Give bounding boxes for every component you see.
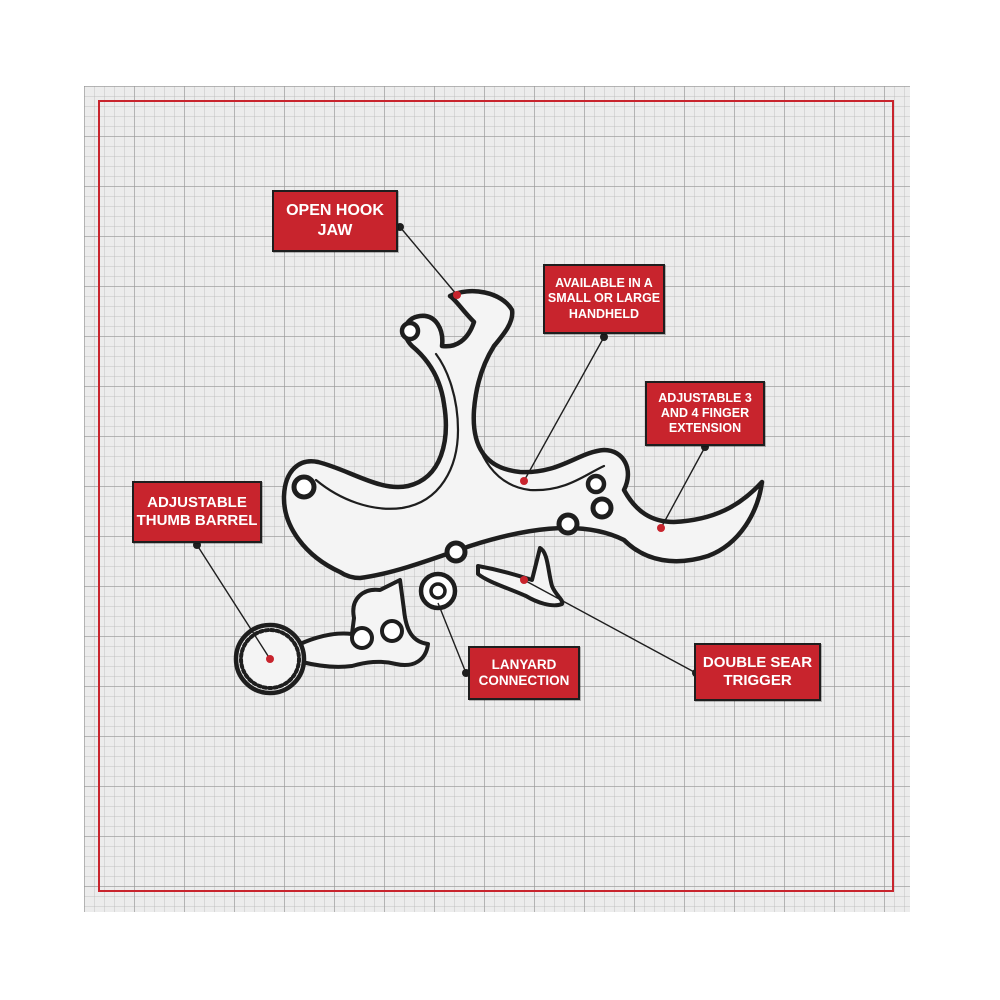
leader-line-finger-extension	[660, 446, 706, 529]
red-border-frame	[98, 100, 894, 892]
leader-line-thumb-barrel	[196, 544, 271, 660]
thumb-barrel-knurl	[239, 628, 301, 690]
thumb-barrel-arm	[298, 578, 430, 669]
lanyard-swivel-inner	[429, 582, 447, 600]
handle-screw-center	[444, 540, 468, 564]
part-marker-dot	[520, 477, 528, 485]
handle-inner-channel	[314, 350, 606, 510]
extension-screw-upper	[585, 473, 607, 495]
leader-dot	[396, 223, 404, 231]
thumb-mount-screw	[350, 626, 374, 650]
part-marker-dot	[266, 655, 274, 663]
handle-screw-right	[556, 512, 580, 536]
callout-lanyard-connection: LANYARD CONNECTION	[468, 646, 580, 700]
handle-screw-left	[291, 474, 317, 500]
leader-dot	[600, 333, 608, 341]
callout-double-sear-trigger: DOUBLE SEAR TRIGGER	[694, 643, 821, 701]
leader-dot	[193, 541, 201, 549]
callout-open-hook-jaw: OPEN HOOK JAW	[272, 190, 398, 252]
thumb-mount-screw	[380, 619, 404, 643]
extension-screw-lower	[590, 496, 614, 520]
leader-line-handheld	[523, 336, 605, 482]
double-sear-trigger	[476, 546, 565, 608]
leader-line-hook-jaw	[399, 226, 458, 296]
part-marker-dot	[657, 524, 665, 532]
part-marker-dot	[520, 576, 528, 584]
callout-finger-extension: ADJUSTABLE 3 AND 4 FINGER EXTENSION	[645, 381, 765, 446]
leader-line-trigger	[523, 579, 697, 674]
callout-handheld-size: AVAILABLE IN A SMALL OR LARGE HANDHELD	[543, 264, 665, 334]
part-marker-dot	[453, 291, 461, 299]
hook-jaw-screw	[399, 320, 421, 342]
leader-line-lanyard	[437, 602, 467, 674]
callout-thumb-barrel: ADJUSTABLE THUMB BARREL	[132, 481, 262, 543]
